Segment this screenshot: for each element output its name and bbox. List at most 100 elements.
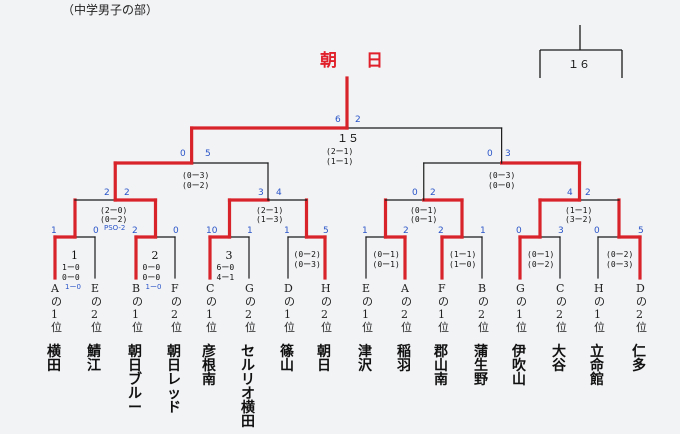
team-name-char: 日 (317, 358, 331, 374)
team-seed-char: 2 (91, 308, 98, 321)
team-name-char: 篠 (280, 343, 295, 360)
team-seed-char: の (171, 295, 182, 308)
semifinal-right: 0 3 (0ー3) (0ー0) (487, 149, 515, 190)
team-name-char: 羽 (397, 358, 411, 374)
team-name-char: 根 (202, 357, 217, 374)
final-score: (2ー1) (326, 147, 353, 156)
r1-score-sub: (0ー3) (606, 260, 633, 269)
team-seed-char: の (516, 295, 527, 308)
final-right-goals: 2 (355, 115, 361, 125)
team-name-char: 郡 (433, 344, 448, 360)
bracket-lines (53, 76, 642, 280)
team-name-char: 大 (552, 343, 566, 360)
semi-score: (0ー3) (182, 171, 209, 180)
team-seed-char: E (91, 282, 99, 295)
team-seed-char: 位 (51, 320, 62, 334)
team-seed-char: A (50, 282, 60, 295)
final-match: 6 2 １５ (2ー1) (1ー1) (326, 115, 361, 166)
team-name-char: 立 (590, 343, 604, 360)
team-name-char: 館 (589, 371, 604, 388)
team-seed-char: 位 (284, 320, 295, 334)
team-name-char: 命 (589, 357, 605, 374)
qf-right-goals: 4 (276, 188, 282, 198)
r1-score: (0ー2) (294, 250, 321, 259)
team-columns: Aの1位横田Eの2位鯖江Bの1位朝日ブルーFの2位朝日レッドCの1位彦根南Gの2… (47, 282, 647, 430)
team-seed-char: の (206, 295, 217, 308)
r1-left-goals: 1 (362, 226, 368, 236)
team-name-char: ブ (128, 371, 142, 388)
team-seed-char: 2 (171, 308, 178, 321)
qf-score-sub: (3ー2) (565, 215, 592, 224)
qf-note: PSO-2 (104, 224, 125, 232)
team-name-char: 沢 (358, 357, 373, 374)
team-seed-char: 位 (516, 320, 527, 334)
qf-right-goals: 2 (585, 188, 591, 198)
team-seed-char: 位 (362, 320, 373, 334)
qf-score: (0ー1) (410, 206, 437, 215)
r1-score-sub: (0ー2) (527, 260, 554, 269)
r1-right-goals: 1 (480, 226, 486, 236)
team-seed-char: 1 (284, 308, 291, 321)
team-seed-char: の (245, 295, 256, 308)
team-name-char: 朝 (167, 343, 181, 360)
team-name-char: 伊 (511, 343, 526, 360)
team-name-char: 日 (167, 358, 181, 374)
team-seed-char: G (245, 282, 254, 295)
team-seed-char: の (321, 295, 332, 308)
team-name-char: 蒲 (474, 343, 488, 360)
r1-left-goals: 0 (516, 226, 522, 236)
qf-right-goals: 2 (124, 188, 130, 198)
r1-left-goals: 2 (132, 226, 138, 236)
team-name-char: 田 (47, 358, 61, 374)
team-seed-char: 2 (556, 308, 563, 321)
team-seed-char: 位 (91, 320, 102, 334)
r1-score: (0ー2) (606, 250, 633, 259)
r1-right-goals: 5 (323, 226, 329, 236)
r1-left-goals: 10 (206, 226, 218, 236)
team-name-char: 津 (358, 343, 372, 360)
quarterfinal-1: 2 2 (2ー0) (0ー2) PSO-2 (100, 188, 130, 232)
semi-score-sub: (0ー2) (182, 181, 209, 190)
team-seed-char: の (51, 295, 62, 308)
team-name-char: 谷 (552, 358, 567, 374)
team-name-char: 朝 (128, 343, 142, 360)
r1-score: (1ー1) (449, 250, 476, 259)
r1-right-goals: 0 (93, 226, 99, 236)
r1-pk-score: 1ー0 (146, 283, 162, 291)
champion-name: 朝 日 (320, 50, 389, 71)
r1-left-goals: 2 (438, 226, 444, 236)
team-seed-char: 位 (636, 320, 647, 334)
r1-score-sub: (1ー0) (449, 260, 476, 269)
team-name-char: レ (167, 372, 181, 388)
final-match-number: １５ (337, 132, 359, 145)
team-seed-char: 1 (438, 308, 445, 321)
team-name-char: ー (128, 400, 142, 416)
quarterfinal-2: 3 4 (2ー1) (1ー3) (256, 188, 283, 224)
team-name-char: 日 (128, 358, 142, 374)
r1-right-goals: 1 (247, 226, 253, 236)
r1-match-number: 2 (152, 249, 159, 262)
qf-score-sub: (1ー3) (256, 215, 283, 224)
r1-match-number: 3 (226, 249, 233, 262)
team-seed-char: 位 (401, 320, 412, 334)
r1-left-goals: 1 (51, 226, 57, 236)
team-seed-char: の (636, 295, 647, 308)
team-name-char: オ (241, 386, 255, 402)
team-name-char: 南 (434, 371, 448, 388)
qf-left-goals: 4 (567, 188, 573, 198)
team-seed-char: C (206, 282, 214, 295)
team-name-char: 南 (202, 371, 216, 388)
team-seed-char: 位 (478, 320, 489, 334)
team-name-char: ル (128, 386, 142, 402)
